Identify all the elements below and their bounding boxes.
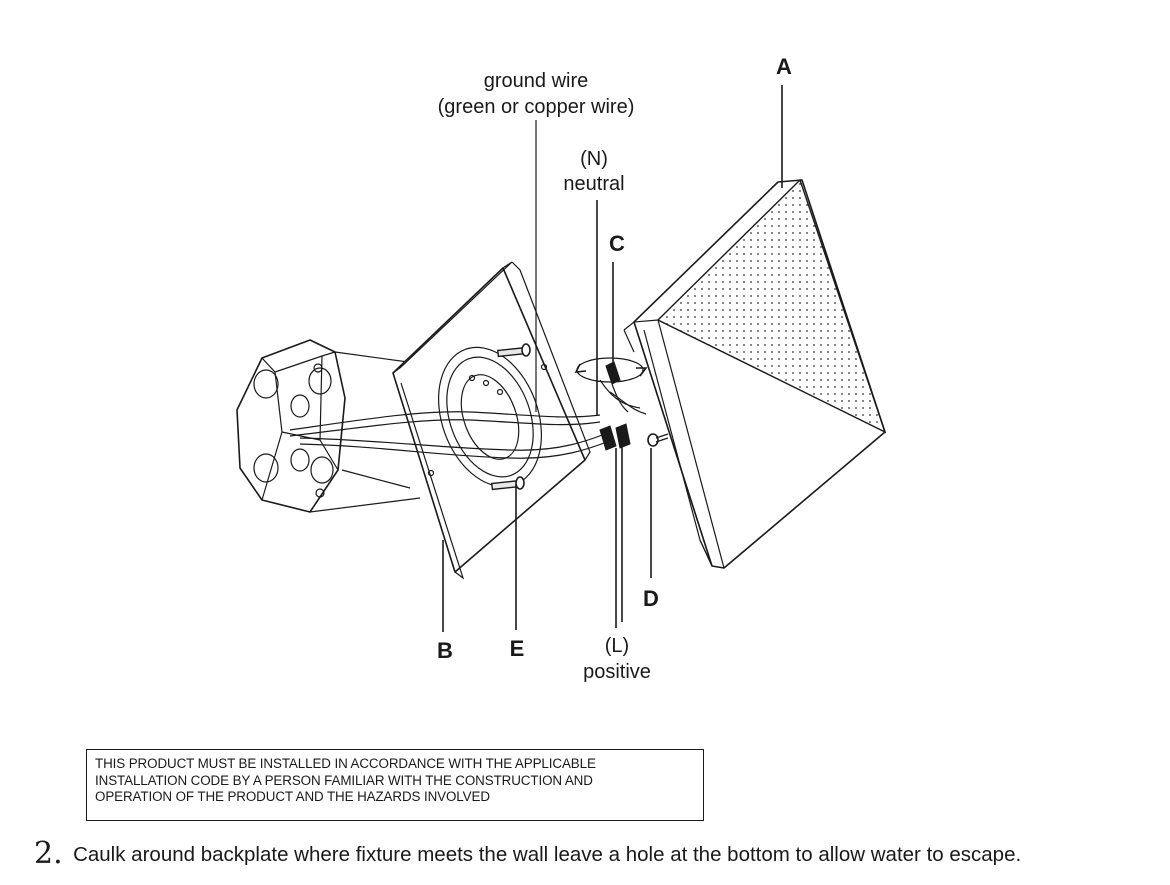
part-d-label: D <box>643 586 659 611</box>
screw-e <box>490 343 531 491</box>
step-text: Caulk around backplate where fixture mee… <box>73 843 1022 866</box>
neutral-label: neutral <box>563 173 624 195</box>
safety-warning-box: THIS PRODUCT MUST BE INSTALLED IN ACCORD… <box>86 749 704 821</box>
warning-line: OPERATION OF THE PRODUCT AND THE HAZARDS… <box>95 789 490 804</box>
part-a-label: A <box>776 54 792 79</box>
screw-d <box>647 433 669 447</box>
backplate <box>392 261 591 580</box>
wires <box>289 120 647 459</box>
leader-lines <box>442 85 783 632</box>
part-c-label: C <box>609 231 625 256</box>
ground-wire-sublabel: (green or copper wire) <box>438 96 635 118</box>
part-e-label: E <box>510 636 525 661</box>
junction-box <box>236 339 421 513</box>
instruction-step: 2. Caulk around backplate where fixture … <box>34 836 1021 871</box>
warning-line: THIS PRODUCT MUST BE INSTALLED IN ACCORD… <box>95 756 596 771</box>
positive-code-label: (L) <box>605 635 629 657</box>
part-b-label: B <box>437 638 453 663</box>
warning-line: INSTALLATION CODE BY A PERSON FAMILIAR W… <box>95 772 593 788</box>
positive-label: positive <box>583 661 651 683</box>
ground-wire-label: ground wire <box>484 70 589 92</box>
step-number: 2. <box>34 836 63 871</box>
wire-nuts <box>574 357 648 451</box>
neutral-code-label: (N) <box>580 148 608 170</box>
fixture <box>623 178 887 569</box>
